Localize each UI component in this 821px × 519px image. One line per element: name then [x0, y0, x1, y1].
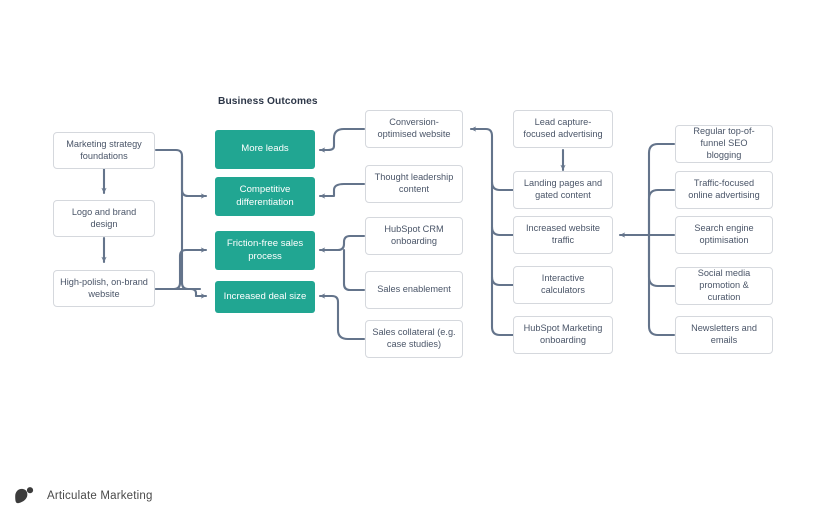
node-newsletters-and-emails[interactable]: Newsletters and emails — [675, 316, 773, 354]
section-title-business-outcomes: Business Outcomes — [218, 96, 318, 107]
wire-social-to-trafficbus — [647, 233, 676, 288]
wire-bus-strategy-down — [180, 154, 202, 291]
wire-newsletters-to-trafficbus — [647, 233, 676, 337]
wire-salesenablement-to-friction — [342, 248, 366, 292]
node-conversion-optimised-website[interactable]: Conversion-optimised website — [365, 110, 463, 148]
wire-conversion-to-moreleads — [318, 127, 366, 153]
node-thought-leadership-content[interactable]: Thought leadership content — [365, 165, 463, 203]
node-hubspot-crm-onboarding[interactable]: HubSpot CRM onboarding — [365, 217, 463, 255]
node-increased-website-traffic[interactable]: Increased website traffic — [513, 216, 613, 254]
node-lead-capture-focused-advertising[interactable]: Lead capture-focused advertising — [513, 110, 613, 148]
node-sales-enablement[interactable]: Sales enablement — [365, 271, 463, 309]
wire-website-to-dealsize — [154, 287, 198, 298]
node-social-media-promotion-curation[interactable]: Social media promotion & curation — [675, 267, 773, 305]
node-marketing-strategy-foundations[interactable]: Marketing strategy foundations — [53, 132, 155, 169]
wire-thought-to-competitive — [318, 182, 366, 199]
wire-website-to-friction — [154, 247, 208, 291]
node-traffic-focused-online-advertising[interactable]: Traffic-focused online advertising — [675, 171, 773, 209]
node-sales-collateral-case-studies[interactable]: Sales collateral (e.g. case studies) — [365, 320, 463, 358]
node-regular-top-of-funnel-seo-blogging[interactable]: Regular top-of-funnel SEO blogging — [675, 125, 773, 163]
node-friction-free-sales-process[interactable]: Friction-free sales process — [215, 231, 315, 270]
brand-name: Articulate Marketing — [47, 490, 153, 502]
node-competitive-differentiation[interactable]: Competitive differentiation — [215, 177, 315, 216]
node-search-engine-optimisation[interactable]: Search engine optimisation — [675, 216, 773, 254]
articulate-speech-bubble-icon — [12, 484, 36, 508]
node-interactive-calculators[interactable]: Interactive calculators — [513, 266, 613, 304]
wire-hubspotcrm-to-friction — [318, 234, 366, 253]
node-landing-pages-and-gated-content[interactable]: Landing pages and gated content — [513, 171, 613, 209]
node-high-polish-on-brand-website[interactable]: High-polish, on-brand website — [53, 270, 155, 307]
wire-landing-to-bus — [469, 126, 515, 192]
wire-collateral-to-dealsize — [318, 293, 366, 341]
wire-ads-to-trafficbus — [647, 188, 676, 237]
node-more-leads[interactable]: More leads — [215, 130, 315, 169]
node-logo-and-brand-design[interactable]: Logo and brand design — [53, 200, 155, 237]
node-hubspot-marketing-onboarding[interactable]: HubSpot Marketing onboarding — [513, 316, 613, 354]
wire-strategy-to-outcomes — [154, 148, 208, 199]
wire-seo-to-trafficbus — [647, 142, 676, 237]
brand-footer: Articulate Marketing — [12, 484, 153, 508]
wire-calculators-to-bus — [490, 225, 515, 287]
wire-hubspotmktg-to-bus — [490, 275, 515, 337]
node-increased-deal-size[interactable]: Increased deal size — [215, 281, 315, 313]
wire-traffic-to-bus — [490, 180, 515, 237]
